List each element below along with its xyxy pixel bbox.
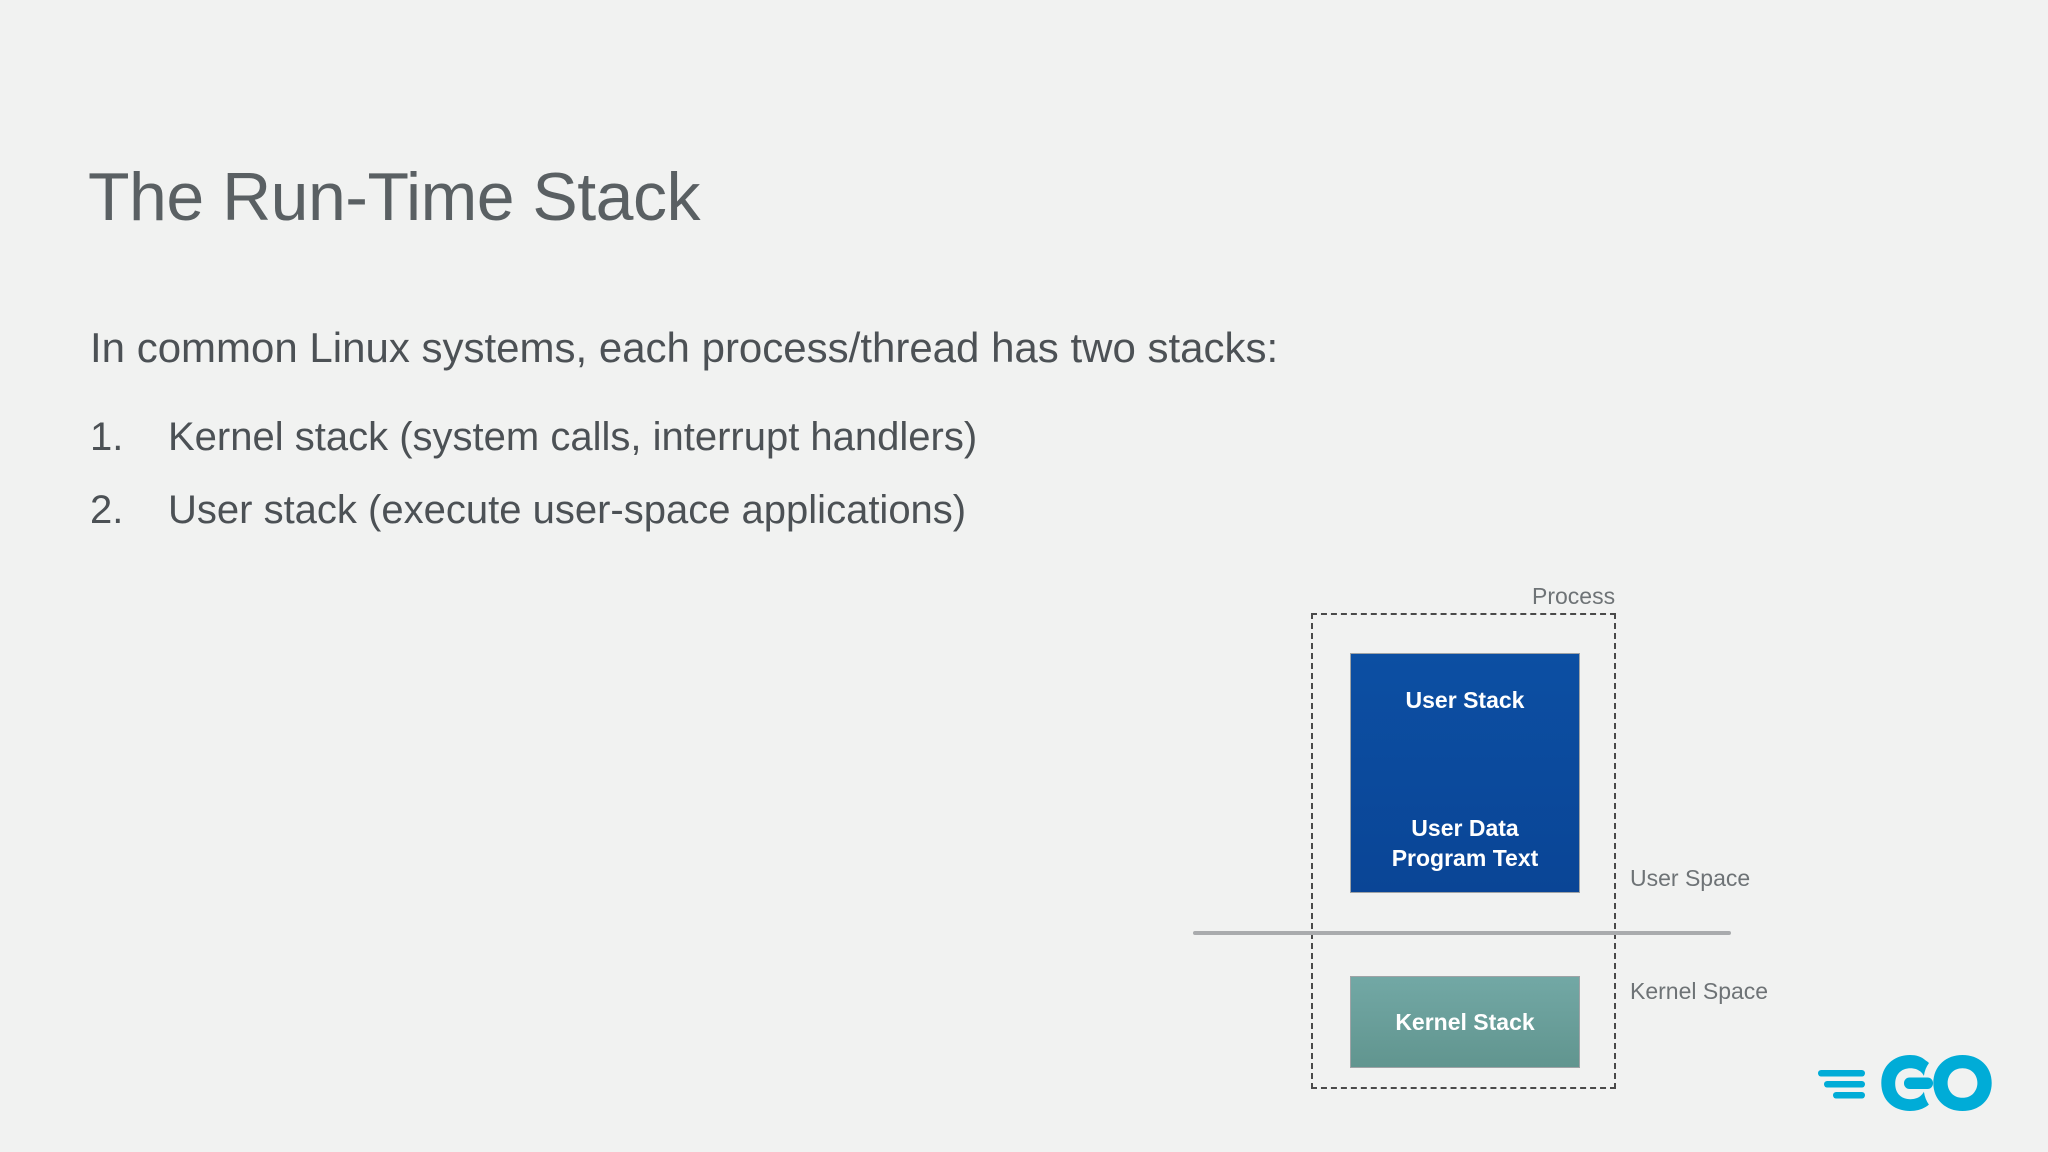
user-space-label: User Space [1630, 865, 1751, 891]
list-item-number: 1. [90, 415, 124, 459]
user-kernel-divider-line [1193, 931, 1731, 935]
list-item: 2. User stack (execute user-space applic… [90, 488, 1290, 533]
go-logo [1818, 1047, 2008, 1125]
user-space-block: User Stack User Data Program Text [1350, 653, 1580, 893]
user-data-program-text-label: User Data Program Text [1351, 814, 1579, 874]
list-item-number: 2. [90, 488, 124, 532]
user-data-label: User Data [1411, 815, 1519, 842]
program-text-label: Program Text [1391, 845, 1539, 872]
kernel-space-block: Kernel Stack [1350, 976, 1580, 1068]
lead-paragraph: In common Linux systems, each process/th… [90, 324, 1279, 371]
process-label: Process [1532, 583, 1616, 609]
numbered-list: 1. Kernel stack (system calls, interrupt… [90, 415, 1290, 561]
list-item: 1. Kernel stack (system calls, interrupt… [90, 415, 1290, 460]
process-boundary-box [1311, 613, 1616, 1089]
go-logo-icon [1818, 1055, 1992, 1111]
kernel-space-label: Kernel Space [1630, 978, 1769, 1004]
user-stack-label: User Stack [1405, 687, 1525, 713]
kernel-stack-label: Kernel Stack [1395, 1008, 1535, 1035]
list-item-label: User stack (execute user-space applicati… [168, 488, 967, 532]
list-item-label: Kernel stack (system calls, interrupt ha… [168, 415, 978, 459]
page-title: The Run-Time Stack [88, 158, 701, 235]
